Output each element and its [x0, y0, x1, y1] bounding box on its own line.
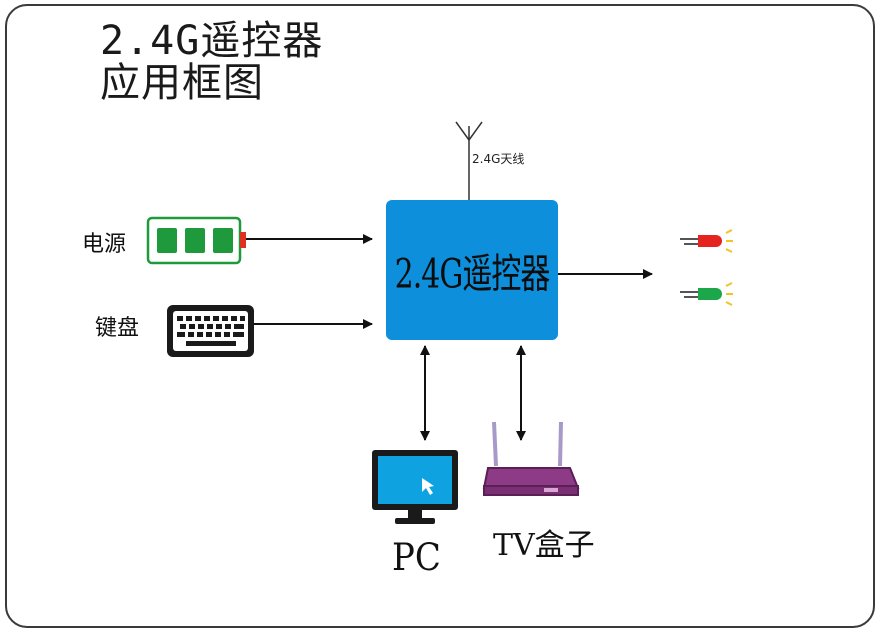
green-led-icon	[680, 282, 733, 306]
antenna-label: 2.4G天线	[472, 152, 525, 166]
keyboard-label: 键盘	[95, 316, 140, 341]
battery-icon	[146, 216, 246, 265]
diagram-title: 2.4G遥控器 应用框图	[100, 20, 323, 104]
remote-controller-block: 2.4G遥控器	[386, 200, 558, 340]
monitor-icon	[372, 450, 458, 524]
core-label: 2.4G遥控器	[394, 251, 551, 299]
keyboard-icon	[167, 305, 254, 357]
title-line-1: 2.4G遥控器	[100, 18, 324, 64]
title-line-2: 应用框图	[100, 60, 264, 106]
tv-box-icon	[482, 421, 580, 496]
tv-box-label: TV盒子	[493, 528, 595, 563]
antenna-icon	[455, 121, 483, 200]
power-label: 电源	[82, 232, 127, 257]
pc-label: PC	[392, 536, 441, 580]
red-led-icon	[680, 229, 733, 253]
